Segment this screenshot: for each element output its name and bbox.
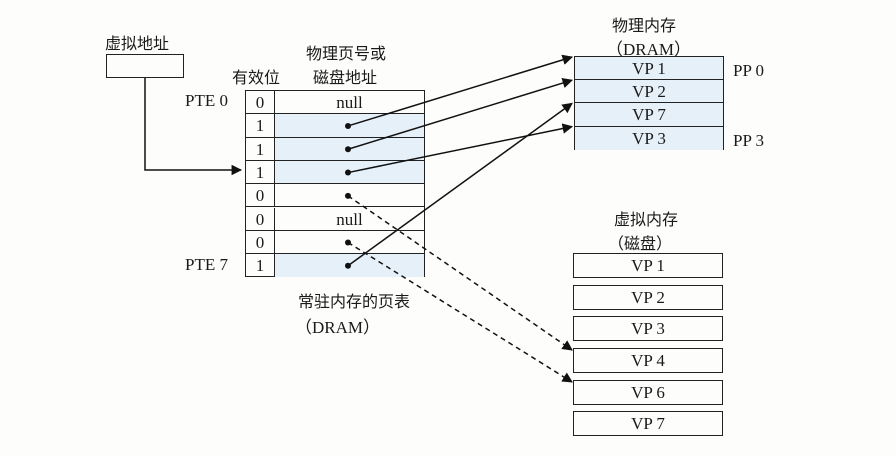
valid-bit-header: 有效位 [232,68,281,87]
valid-bit-cell: 0 [246,207,275,231]
pte0-label: PTE 0 [185,91,228,110]
disk-page: VP 7 [573,411,723,436]
disk-page: VP 1 [573,253,723,278]
pte7-label: PTE 7 [185,255,228,274]
physical-memory-title-line1: 物理内存 [612,16,677,35]
ppn-header-line2: 磁盘地址 [313,68,378,87]
physical-page: VP 7 [575,103,723,127]
physical-page: VP 2 [575,80,723,104]
page-table-caption-line1: 常驻内存的页表 [298,292,411,311]
ppn-null-cell: null [275,208,424,231]
physical-memory-title-line2: （DRAM） [606,40,692,59]
page-table-caption-line2: （DRAM） [295,318,381,337]
valid-bit-cell: 1 [246,254,275,278]
virtual-memory-title-line1: 虚拟内存 [614,210,679,229]
valid-bit-cell: 0 [246,91,275,115]
pte-to-disk-arrow [347,195,573,351]
ppn-null-cell: null [275,91,424,115]
valid-bit-cell: 0 [246,230,275,255]
disk-page: VP 3 [573,316,723,341]
pte-to-physical-arrow [347,54,574,127]
va-to-pte-arrow [144,78,243,176]
valid-bit-cell: 1 [246,137,275,161]
disk-page: VP 2 [573,285,723,310]
pte-to-physical-arrow [347,123,574,174]
virtual-address-box [106,54,184,78]
ppn-pointer-cell [275,231,424,255]
pte-to-physical-arrow [347,102,573,267]
ppn-header-line1: 物理页号或 [306,44,387,63]
disk-page: VP 6 [573,380,723,405]
valid-bit-cell: 1 [246,160,275,185]
valid-bit-cell: 1 [246,114,275,138]
valid-bit-cell: 0 [246,184,275,208]
physical-page: VP 3 [575,126,723,150]
pte-to-disk-arrow [347,241,573,383]
pp0-label: PP 0 [733,61,765,80]
ppn-pointer-cell [275,184,424,208]
pte-to-physical-arrow [347,77,574,150]
pp3-label: PP 3 [733,131,765,150]
virtual-address-label: 虚拟地址 [105,34,170,53]
virtual-memory-title-line2: （磁盘） [608,234,673,253]
disk-page: VP 4 [573,348,723,373]
physical-page: VP 1 [575,57,723,81]
